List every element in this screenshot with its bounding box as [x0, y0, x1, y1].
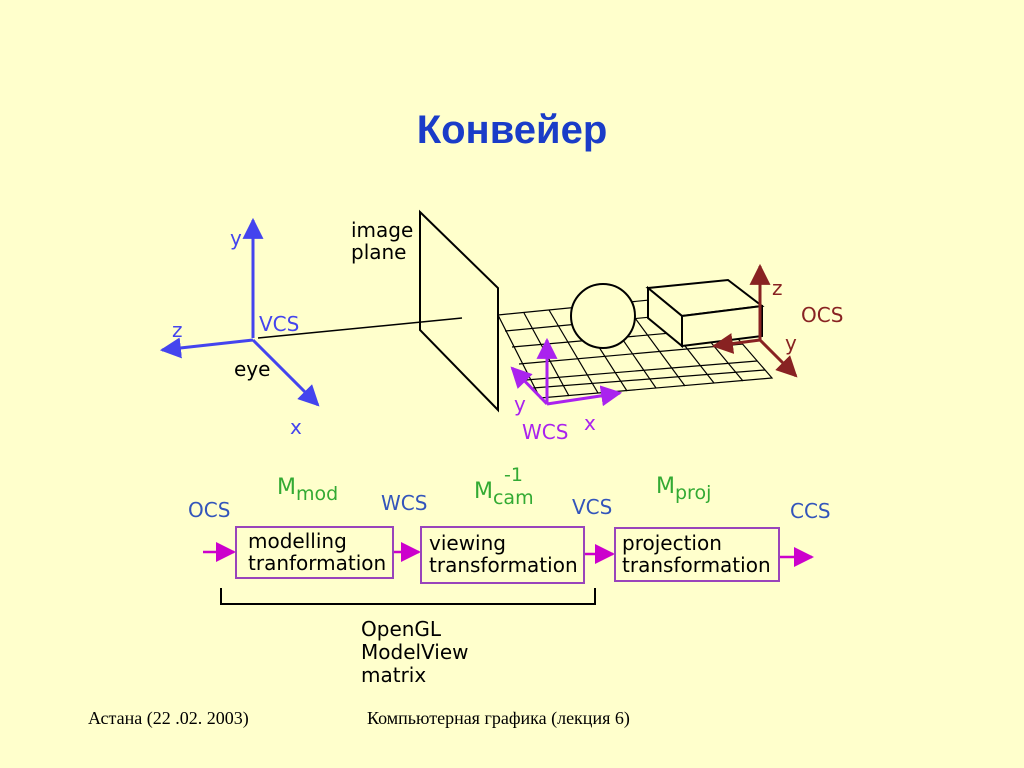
wcs-axes: [510, 337, 623, 407]
sphere-object: [570, 283, 636, 349]
ocs-z-label: z: [772, 276, 783, 300]
modelling-transformation-box: [235, 526, 394, 579]
projection-transformation-box: [614, 527, 780, 582]
box1-line1: modelling: [248, 529, 347, 553]
wcs-y-label: y: [514, 392, 526, 416]
space-label-wcs: WCS: [381, 491, 427, 515]
view-ray: [257, 317, 463, 339]
footer-center: Компьютерная графика (лекция 6): [367, 708, 630, 728]
space-label-ccs: CCS: [790, 499, 831, 523]
image-plane: [419, 209, 499, 413]
image-plane-label-line2: plane: [351, 240, 407, 264]
vcs-x-label: x: [290, 415, 302, 439]
ocs-label: OCS: [801, 303, 843, 327]
vcs-label: VCS: [259, 312, 299, 336]
bracket-label-line2: ModelView: [361, 640, 469, 664]
eye-label: eye: [234, 357, 270, 381]
space-label-vcs: VCS: [572, 495, 612, 519]
bracket-label-line3: matrix: [361, 663, 426, 687]
wcs-x-label: x: [584, 411, 596, 435]
space-label-ocs: OCS: [188, 498, 230, 522]
vcs-y-label: y: [230, 226, 242, 250]
vcs-axes: [159, 217, 320, 407]
viewing-transformation-box: [420, 526, 585, 584]
vcs-z-label: z: [172, 318, 183, 342]
modelview-bracket: [220, 588, 596, 605]
box2-line2: transformation: [429, 553, 578, 577]
box-object: [645, 278, 765, 349]
pipeline-arrows: [203, 542, 814, 567]
ocs-y-label: y: [785, 331, 797, 355]
bracket-label-line1: OpenGL: [361, 617, 442, 641]
slide-title: Конвейер: [416, 108, 608, 152]
image-plane-label-line1: image: [351, 218, 413, 242]
box1-line2: tranformation: [248, 551, 386, 575]
matrix-mod: Mmod: [277, 475, 338, 505]
wcs-label: WCS: [522, 420, 568, 444]
matrix-cam: Mcam: [474, 479, 534, 509]
matrix-cam-superscript: -1: [504, 464, 523, 486]
footer-left: Астана (22 .02. 2003): [88, 708, 249, 728]
box3-line1: projection: [622, 531, 722, 555]
ocs-axes: [711, 263, 798, 378]
matrix-proj: Mproj: [656, 474, 711, 504]
box2-line1: viewing: [429, 531, 506, 555]
box3-line2: transformation: [622, 553, 771, 577]
